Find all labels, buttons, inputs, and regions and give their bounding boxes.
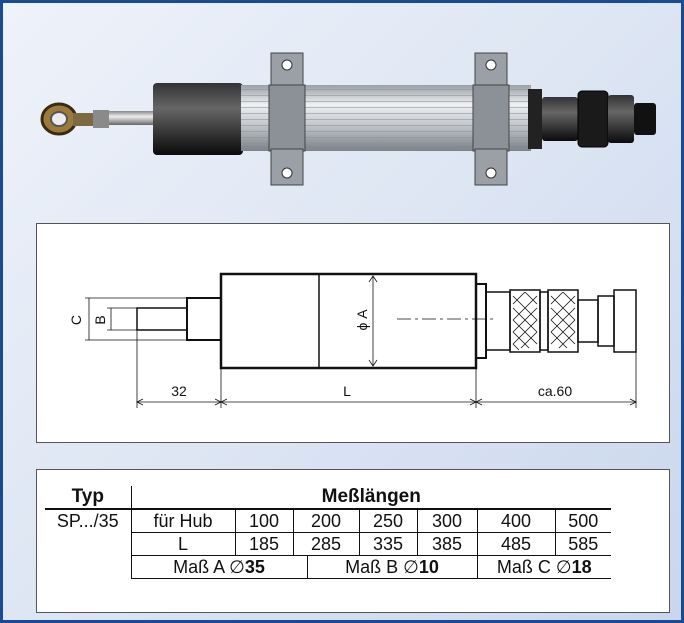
l-385: 385 [416, 532, 477, 556]
hub-400: 400 [476, 509, 555, 533]
mass-c-label: Maß C ∅ [496, 557, 572, 577]
mass-b-label: Maß B ∅ [345, 557, 419, 577]
mass-b: Maß B ∅10 [306, 555, 477, 579]
label-c: C [68, 315, 84, 325]
l-585: 585 [554, 532, 611, 556]
dimension-drawing-panel: C B ϕ A 32 L ca.60 [36, 223, 670, 443]
header-row: Typ Meßlängen [45, 486, 611, 510]
product-photo [40, 52, 656, 186]
hub-250: 250 [358, 509, 417, 533]
dim-l: L [343, 383, 351, 399]
mass-a: Maß A ∅35 [130, 555, 307, 579]
dim-ca60: ca.60 [538, 383, 572, 399]
label-phi-a: ϕ A [354, 309, 370, 331]
mass-c: Maß C ∅18 [476, 555, 611, 579]
spec-table: Typ Meßlängen SP.../35 für Hub 100 200 2… [45, 486, 611, 579]
hub-200: 200 [292, 509, 359, 533]
mounting-clamp-right [472, 52, 510, 186]
mass-a-value: 35 [244, 557, 265, 577]
mass-row: Maß A ∅35 Maß B ∅10 Maß C ∅18 [45, 555, 611, 579]
hub-100: 100 [234, 509, 293, 533]
spec-table-panel: Typ Meßlängen SP.../35 für Hub 100 200 2… [36, 469, 670, 613]
mounting-clamp-left [268, 52, 306, 186]
row-label-hub: für Hub [130, 509, 235, 533]
mass-c-value: 18 [571, 557, 592, 577]
mass-b-value: 10 [418, 557, 439, 577]
dim-32: 32 [171, 383, 187, 399]
l-335: 335 [358, 532, 417, 556]
mass-a-label: Maß A ∅ [173, 557, 245, 577]
hub-row: SP.../35 für Hub 100 200 250 300 400 500 [45, 509, 611, 533]
l-row: L 185 285 335 385 485 585 [45, 532, 611, 556]
row-label-l: L [130, 532, 235, 556]
header-messlaengen: Meßlängen [130, 486, 611, 510]
header-typ: Typ [71, 486, 104, 507]
hub-300: 300 [416, 509, 477, 533]
hub-500: 500 [554, 509, 611, 533]
l-485: 485 [476, 532, 555, 556]
type-name: SP.../35 [56, 511, 119, 532]
l-285: 285 [292, 532, 359, 556]
dimension-drawing: C B ϕ A 32 L ca.60 [68, 272, 637, 408]
label-b: B [92, 315, 108, 324]
l-185: 185 [234, 532, 293, 556]
